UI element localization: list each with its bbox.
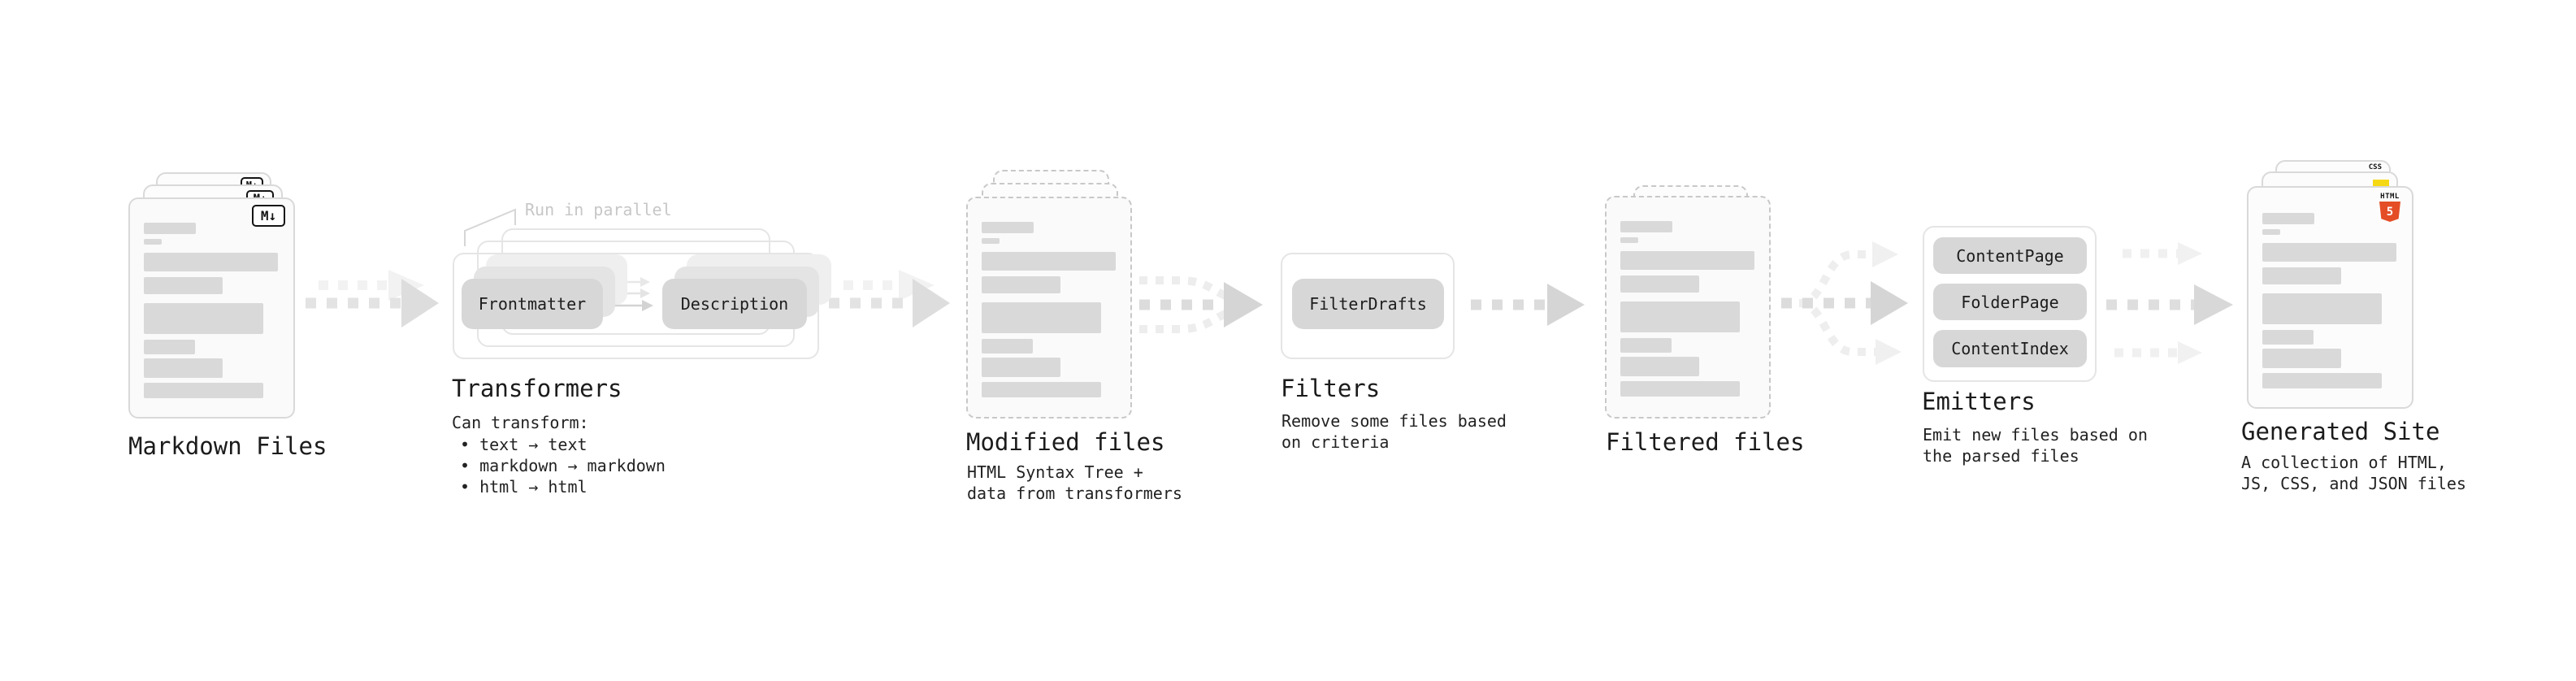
frontmatter-pill: Frontmatter — [462, 279, 603, 329]
text-line-bar — [1620, 357, 1699, 376]
filters-label: Filters — [1281, 375, 1381, 402]
contentindex-pill: ContentIndex — [1933, 330, 2087, 367]
run-in-parallel-annotation: Run in parallel — [525, 200, 672, 219]
desc-line: data from transformers — [967, 484, 1182, 503]
text-line-bar — [2262, 293, 2382, 324]
html5-icon: HTML 5 — [2378, 193, 2402, 222]
text-line-bar — [2262, 349, 2341, 368]
text-line-bar — [2262, 213, 2314, 224]
text-line-bar — [1620, 251, 1754, 270]
arrow-transformers-to-modified — [829, 270, 950, 327]
filtered-files-label: Filtered files — [1606, 428, 1805, 456]
text-line-bar — [144, 239, 162, 245]
description-pill: Description — [662, 279, 807, 329]
markdown-file-card-front: M↓ — [128, 197, 295, 419]
transformers-label: Transformers — [452, 375, 622, 402]
placeholder-text-bars — [2262, 213, 2396, 388]
placeholder-text-bars — [982, 222, 1116, 397]
text-line-bar — [982, 252, 1116, 271]
text-line-bar — [144, 253, 278, 271]
filters-desc: Remove some files based on criteria — [1281, 410, 1507, 453]
generated-site-label: Generated Site — [2241, 418, 2440, 445]
text-line-bar — [982, 302, 1101, 333]
text-line-bar — [1620, 338, 1672, 353]
bullet-item: • text → text — [460, 435, 588, 454]
placeholder-text-bars — [144, 223, 278, 398]
arrow-markdown-to-transformers — [306, 270, 439, 327]
text-line-bar — [2262, 229, 2280, 235]
emitters-label: Emitters — [1922, 388, 2036, 415]
arrow-filtered-to-emitters — [1781, 241, 1908, 365]
text-line-bar — [144, 303, 263, 334]
arrows-emitters-to-generated — [2106, 242, 2233, 364]
desc-line: Emit new files based on — [1923, 425, 2148, 445]
transformers-bullets: • text → text • markdown → markdown • ht… — [460, 434, 666, 497]
text-line-bar — [1620, 381, 1740, 397]
text-line-bar — [2262, 373, 2382, 388]
text-line-bar — [144, 277, 223, 294]
contentpage-pill: ContentPage — [1933, 237, 2087, 274]
text-line-bar — [982, 222, 1034, 233]
text-line-bar — [2262, 330, 2314, 345]
arrow-modified-to-filters — [1139, 276, 1263, 333]
desc-line: HTML Syntax Tree + — [967, 462, 1143, 482]
text-line-bar — [144, 223, 196, 234]
text-line-bar — [144, 358, 223, 378]
generated-site-desc: A collection of HTML, JS, CSS, and JSON … — [2241, 452, 2466, 494]
desc-line: the parsed files — [1923, 446, 2079, 466]
desc-line: JS, CSS, and JSON files — [2241, 474, 2466, 493]
folderpage-pill: FolderPage — [1933, 284, 2087, 320]
markdown-files-label: Markdown Files — [128, 432, 327, 460]
desc-line: A collection of HTML, — [2241, 453, 2447, 472]
text-line-bar — [2262, 267, 2341, 284]
transformers-desc-title: Can transform: — [452, 413, 589, 432]
bullet-item: • markdown → markdown — [460, 456, 666, 475]
emitters-desc: Emit new files based on the parsed files — [1923, 424, 2148, 466]
modified-files-desc: HTML Syntax Tree + data from transformer… — [967, 462, 1182, 504]
markdown-icon: M↓ — [252, 205, 285, 227]
run-in-parallel-leader-line — [464, 208, 516, 246]
arrow-filters-to-filtered — [1471, 284, 1585, 326]
filterdrafts-pill: FilterDrafts — [1292, 279, 1444, 329]
text-line-bar — [144, 340, 195, 354]
text-line-bar — [1620, 301, 1740, 332]
html5-icon-word: HTML — [2380, 193, 2400, 201]
text-line-bar — [1620, 221, 1672, 232]
modified-file-card-front — [966, 197, 1132, 419]
filtered-file-card-front — [1605, 196, 1771, 419]
text-line-bar — [982, 358, 1060, 377]
text-line-bar — [982, 238, 1000, 244]
modified-files-label: Modified files — [966, 428, 1165, 456]
bullet-item: • html → html — [460, 477, 588, 497]
desc-line: Remove some files based — [1281, 411, 1507, 431]
html5-icon-shield: 5 — [2379, 202, 2400, 222]
placeholder-text-bars — [1620, 221, 1754, 397]
desc-line: on criteria — [1281, 432, 1390, 452]
text-line-bar — [1620, 237, 1638, 243]
generated-file-card-front: HTML 5 — [2247, 186, 2413, 409]
text-line-bar — [2262, 243, 2396, 262]
text-line-bar — [982, 339, 1033, 354]
text-line-bar — [982, 382, 1101, 397]
text-line-bar — [1620, 275, 1699, 293]
text-line-bar — [982, 276, 1060, 293]
text-line-bar — [144, 383, 263, 398]
